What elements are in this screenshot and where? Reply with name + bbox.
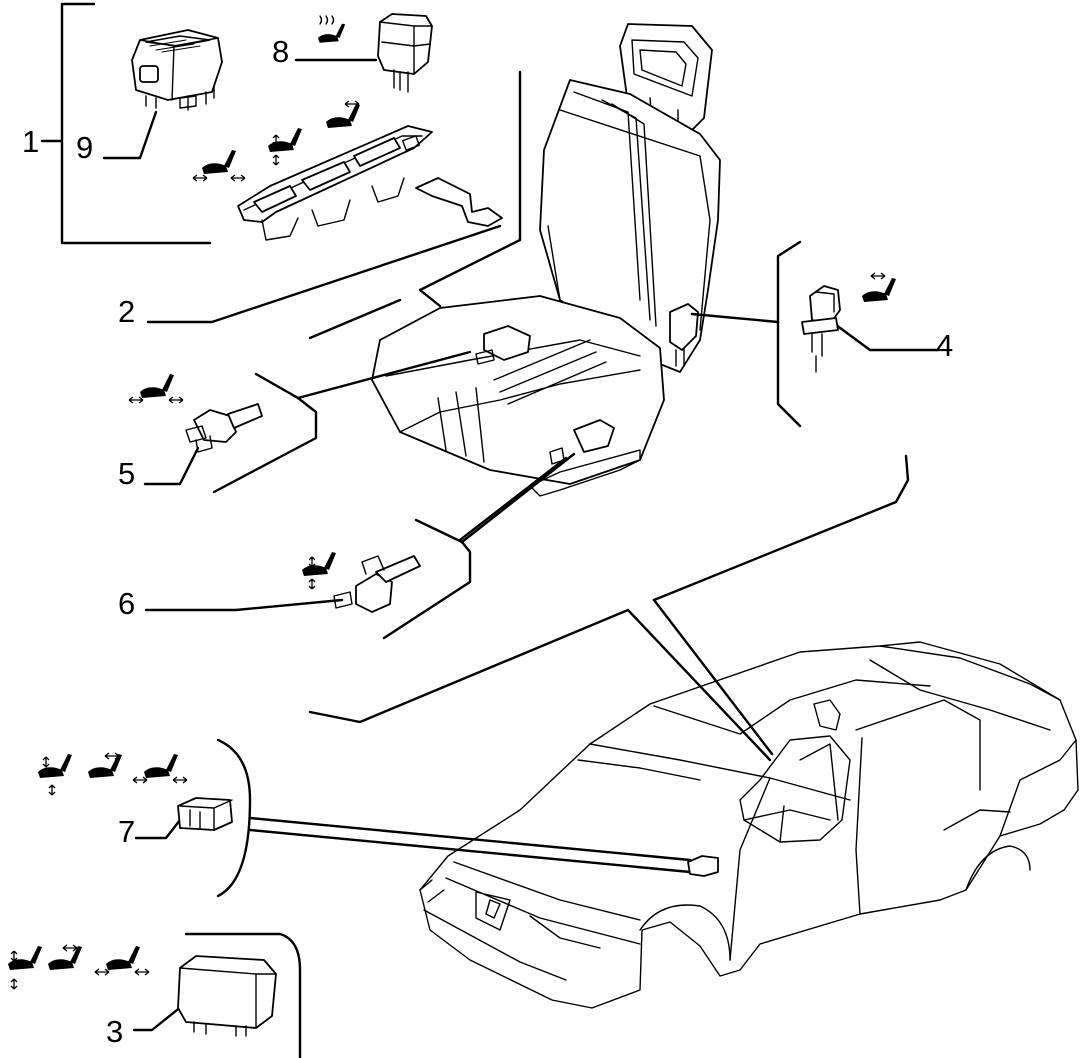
- leader-lines: [102, 110, 940, 1032]
- group-bracket-1: [40, 2, 212, 245]
- car-body-outline: [419, 641, 1079, 1009]
- seat-height-symbol-icon: [8, 946, 42, 990]
- seat-fore-aft-symbol-icon: [132, 754, 188, 784]
- seat-heater-symbol-icon: [318, 15, 346, 43]
- seat-height-symbol-icon: [302, 552, 336, 590]
- callout-6: 6: [118, 586, 135, 621]
- part-3-control-unit: [8, 932, 302, 1058]
- seat-recline-symbol-icon: [48, 944, 82, 970]
- callout-1: 1: [22, 124, 39, 159]
- part-8-seat-heater-switch: [294, 13, 433, 93]
- part-7-relay-connector: [38, 738, 692, 898]
- callout-2: 2: [118, 294, 135, 329]
- part-6-height-motor: [302, 552, 421, 613]
- part-9-rocker-switch: [131, 29, 223, 111]
- callout-3: 3: [106, 1014, 123, 1049]
- seat-frame-lines: [212, 70, 910, 762]
- seat-switch-panel: [192, 100, 503, 241]
- seat-height-symbol-icon: [268, 128, 302, 166]
- seat-recline-symbol-icon: [88, 752, 122, 778]
- part-5-fore-aft-motor: [128, 374, 263, 453]
- part-4-recline-motor: [801, 272, 896, 373]
- callout-9: 9: [76, 130, 93, 165]
- callout-5: 5: [118, 456, 135, 491]
- seat-fore-aft-symbol-icon: [192, 150, 246, 182]
- callout-4: 4: [936, 328, 953, 363]
- callout-8: 8: [272, 34, 289, 69]
- front-seat-assembly: [371, 23, 721, 497]
- seat-fore-aft-symbol-icon: [128, 374, 184, 404]
- seat-fore-aft-symbol-icon: [94, 946, 150, 976]
- seat-recline-symbol-icon: [862, 272, 896, 302]
- callout-labels: 1 2 3 4 5 6 7 8 9: [22, 34, 953, 1049]
- callout-7: 7: [118, 814, 135, 849]
- seat-height-symbol-icon: [38, 754, 72, 796]
- seat-recline-symbol-icon: [326, 100, 360, 128]
